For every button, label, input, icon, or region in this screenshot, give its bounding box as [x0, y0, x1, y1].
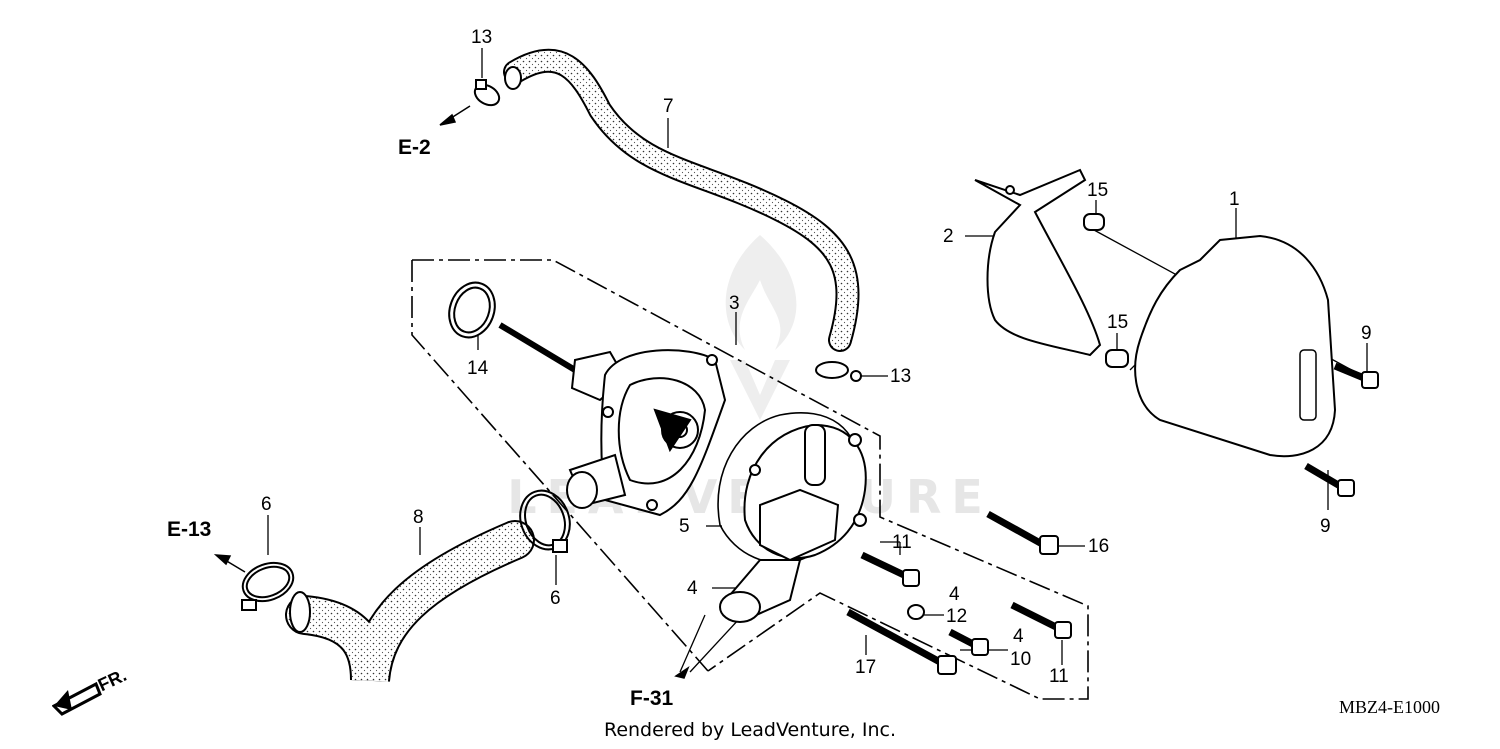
reference-arrows [213, 105, 690, 679]
footer-credit: Rendered by LeadVenture, Inc. [603, 719, 897, 741]
callout-1: 1 [1229, 189, 1240, 210]
callout-6b: 6 [550, 588, 561, 609]
callout-11a: 11 [892, 532, 912, 553]
watermark-logo [725, 235, 797, 420]
callout-17: 17 [855, 657, 877, 678]
bolts [846, 362, 1379, 675]
callout-9a: 9 [1361, 323, 1372, 344]
callout-4b: 4 [1013, 626, 1024, 647]
callout-3: 3 [729, 293, 740, 314]
front-arrow-icon [52, 681, 102, 716]
o-ring [448, 281, 496, 339]
callout-16: 16 [1088, 536, 1110, 557]
washer [907, 604, 925, 620]
collars [1083, 213, 1129, 368]
upper-hose [503, 48, 860, 352]
callout-15a: 15 [1087, 180, 1109, 201]
callout-13b: 13 [890, 366, 912, 387]
callout-7: 7 [663, 96, 674, 117]
callout-14: 14 [467, 358, 489, 379]
callout-2: 2 [943, 226, 954, 247]
pump-cover [719, 423, 867, 623]
ref-f31-label: F-31 [630, 687, 674, 710]
callout-10: 10 [1010, 649, 1032, 670]
callout-9b: 9 [1320, 516, 1331, 537]
callout-8: 8 [413, 507, 424, 528]
callout-4a: 4 [949, 584, 960, 605]
hose-clip-mid [815, 361, 862, 382]
callout-5: 5 [679, 516, 690, 537]
callout-13a: 13 [471, 27, 493, 48]
assembly-outline [411, 259, 1089, 700]
callout-11b: 11 [1049, 666, 1069, 687]
water-pump-body [498, 322, 727, 517]
hose-clamp-right [519, 489, 571, 553]
callout-12: 12 [946, 606, 968, 627]
ref-e13-label: E-13 [167, 518, 212, 541]
callout-6a: 6 [261, 494, 272, 515]
callout-15b: 15 [1107, 312, 1129, 333]
diagram-code: MBZ4-E1000 [1339, 697, 1440, 717]
hose-clip-top [473, 79, 501, 107]
pump-guard-cover [1134, 234, 1337, 458]
callout-4c: 4 [687, 578, 698, 599]
hose-clamp-left [241, 561, 295, 611]
cover-bracket [974, 168, 1102, 357]
ref-e2-label: E-2 [398, 136, 431, 159]
